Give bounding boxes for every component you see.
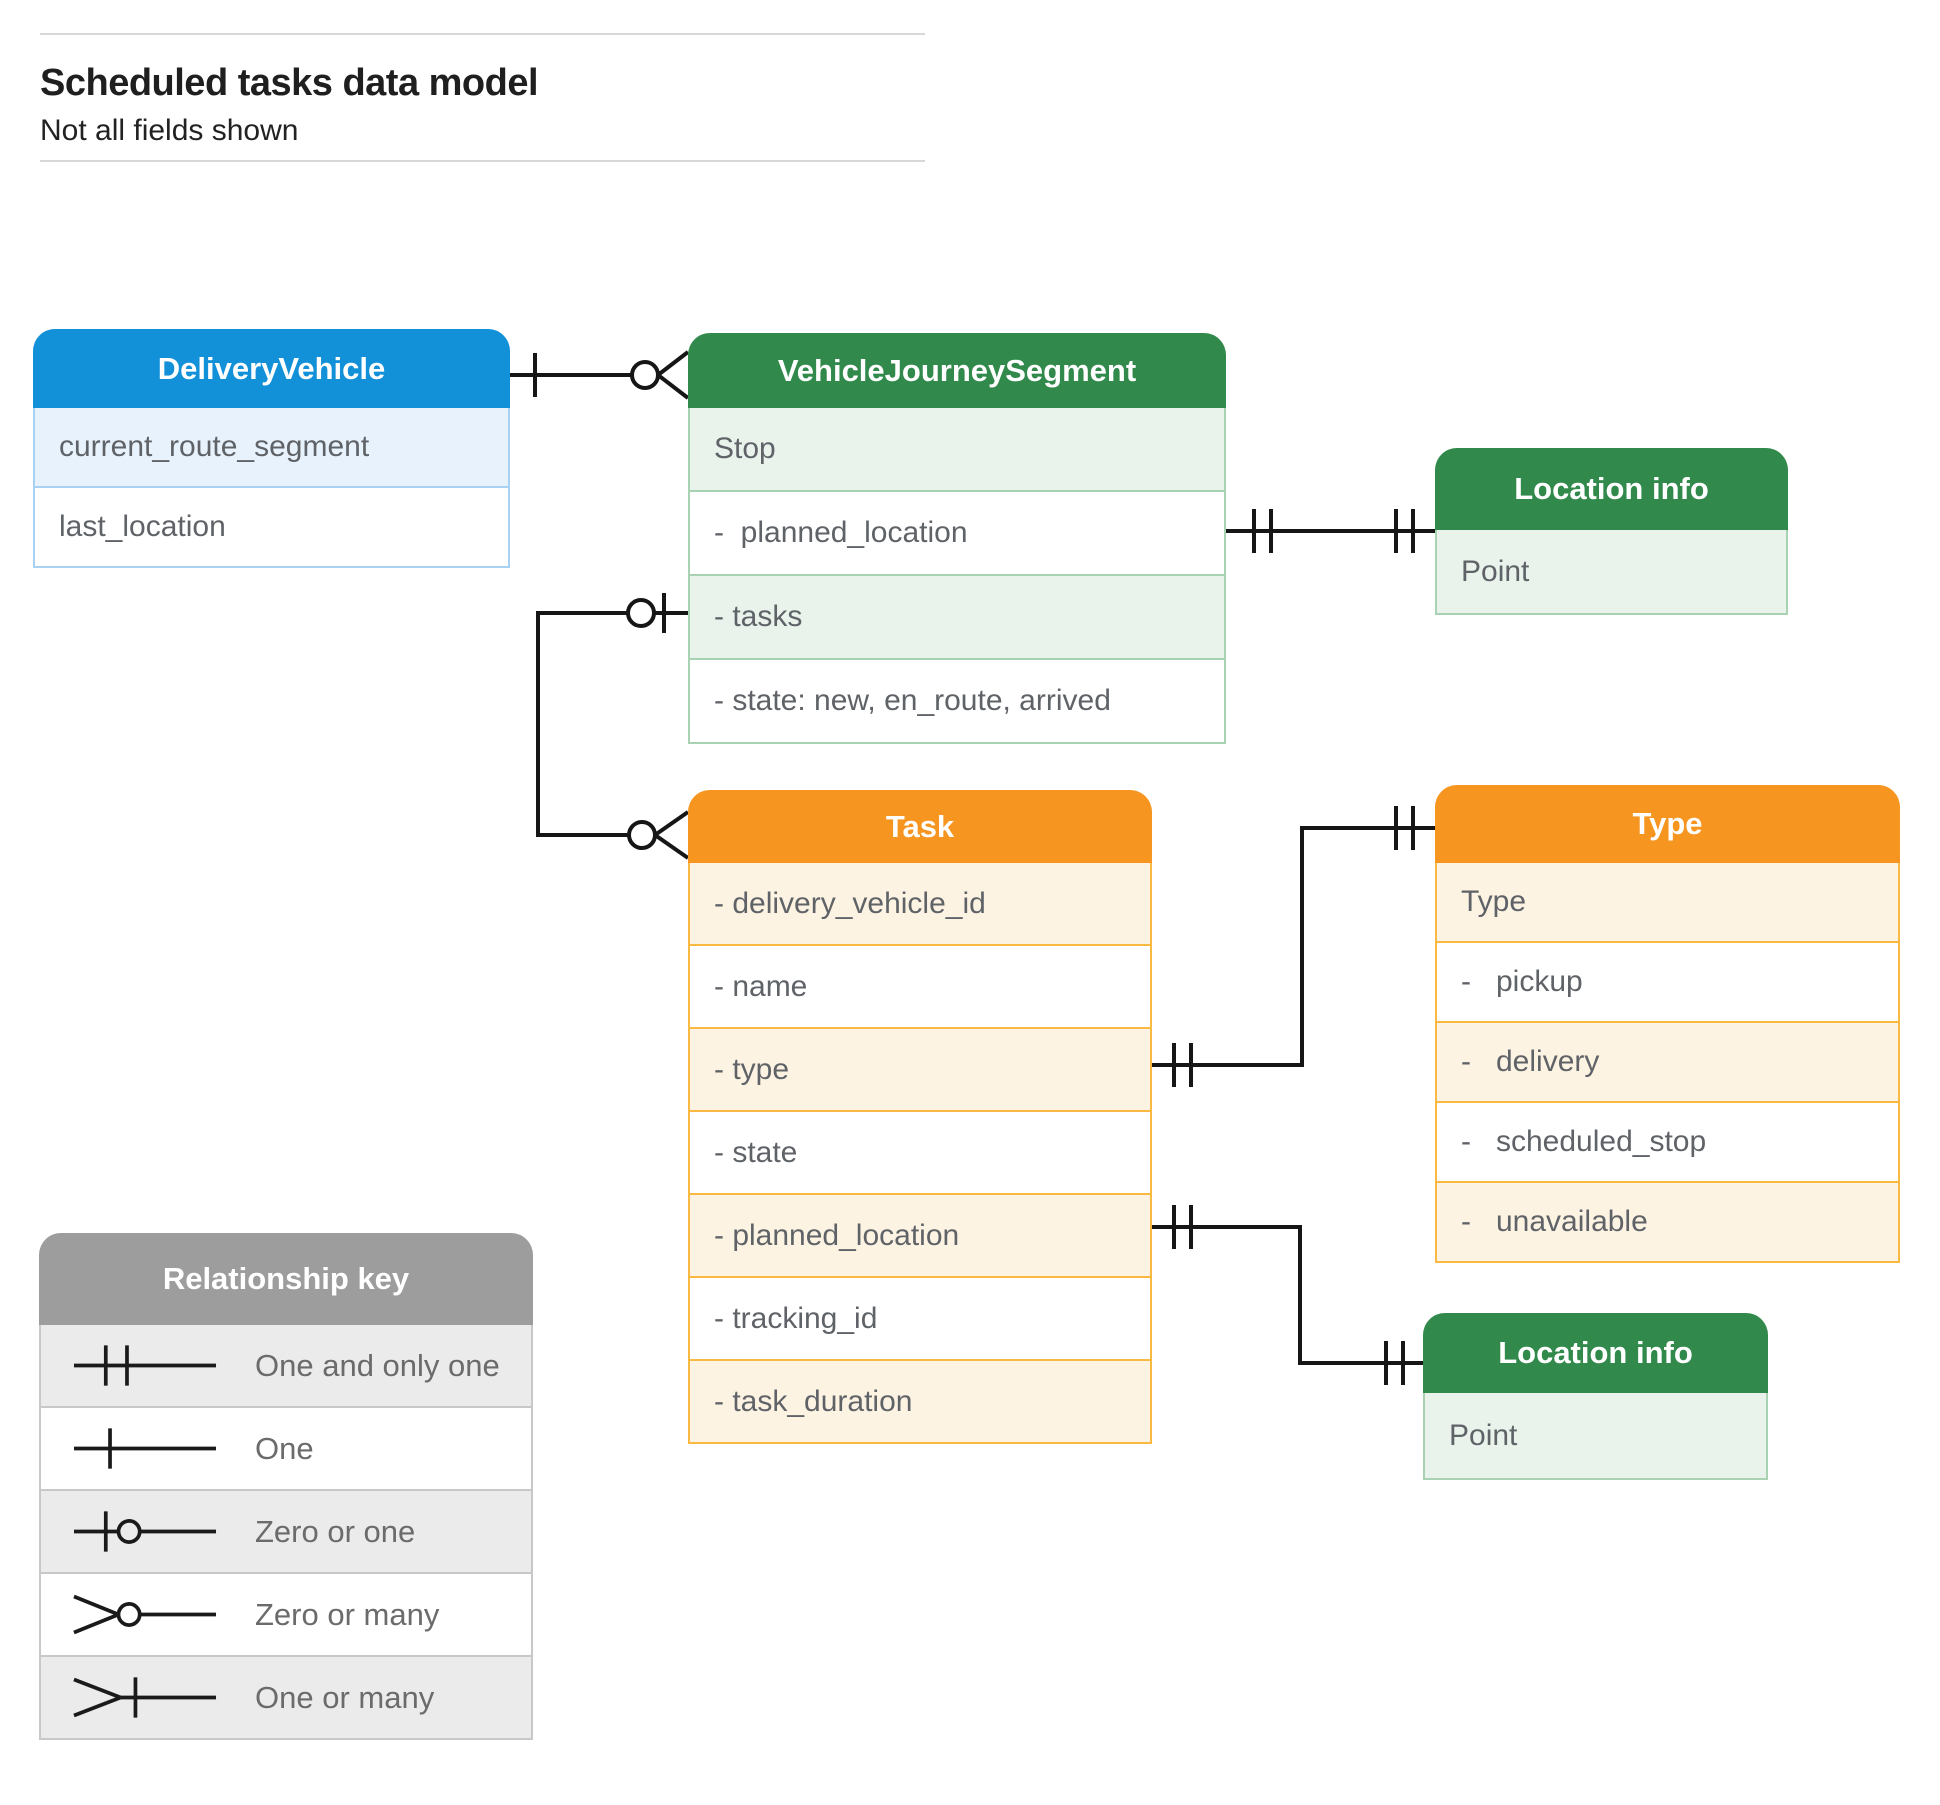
field-state: - state: new, en_route, arrived <box>688 660 1226 744</box>
zero-or-one-icon <box>65 1505 245 1558</box>
connector-deliveryvehicle-vehiclejourneysegment <box>510 350 690 400</box>
one-or-many-icon <box>65 1671 245 1724</box>
field-pickup: - pickup <box>1435 943 1900 1023</box>
legend-label: Zero or one <box>255 1513 416 1549</box>
field-delivery: - delivery <box>1435 1023 1900 1103</box>
field-type: - type <box>688 1029 1152 1112</box>
one-and-only-one-icon <box>65 1339 245 1392</box>
entity-header-delivery-vehicle: DeliveryVehicle <box>33 329 510 408</box>
legend-item-one-and-only-one: One and only one <box>39 1325 533 1408</box>
field-point-top: Point <box>1435 530 1788 615</box>
legend-label: One and only one <box>255 1347 500 1383</box>
field-unavailable: - unavailable <box>1435 1183 1900 1263</box>
field-delivery-vehicle-id: - delivery_vehicle_id <box>688 863 1152 946</box>
field-stop: Stop <box>688 408 1226 492</box>
field-task-planned-location: - planned_location <box>688 1195 1152 1278</box>
field-tracking-id: - tracking_id <box>688 1278 1152 1361</box>
page-subtitle: Not all fields shown <box>40 114 299 147</box>
connector-type-type-entity <box>1152 806 1435 1087</box>
entity-task: Task - delivery_vehicle_id - name - type… <box>688 790 1152 1444</box>
entity-location-info-top: Location info Point <box>1435 448 1788 615</box>
legend-label: Zero or many <box>255 1596 440 1632</box>
relationship-key-header: Relationship key <box>39 1233 533 1325</box>
field-name: - name <box>688 946 1152 1029</box>
field-task-state: - state <box>688 1112 1152 1195</box>
entity-location-info-bottom: Location info Point <box>1423 1313 1768 1480</box>
page-title: Scheduled tasks data model <box>40 62 539 104</box>
connector-plannedlocation-locationinfo-bottom <box>1152 1205 1423 1385</box>
top-divider <box>40 33 925 35</box>
field-point-bottom: Point <box>1423 1393 1768 1480</box>
entity-vehicle-journey-segment: VehicleJourneySegment Stop - planned_loc… <box>688 333 1226 744</box>
legend-label: One or many <box>255 1679 435 1715</box>
field-current-route-segment: current_route_segment <box>33 408 510 488</box>
connector-tasks-task <box>536 593 690 860</box>
zero-or-many-icon <box>65 1588 245 1641</box>
legend-item-zero-or-one: Zero or one <box>39 1491 533 1574</box>
legend-label: One <box>255 1430 314 1466</box>
relationship-key: Relationship key One and only one One <box>39 1233 533 1740</box>
one-icon <box>65 1422 245 1475</box>
field-task-duration: - task_duration <box>688 1361 1152 1444</box>
field-last-location: last_location <box>33 488 510 568</box>
connector-plannedlocation-locationinfo-top <box>1226 509 1435 553</box>
entity-header-type: Type <box>1435 785 1900 863</box>
field-planned-location: - planned_location <box>688 492 1226 576</box>
entity-type: Type Type - pickup - delivery - schedule… <box>1435 785 1900 1263</box>
entity-header-task: Task <box>688 790 1152 863</box>
entity-header-vehicle-journey-segment: VehicleJourneySegment <box>688 333 1226 408</box>
entity-delivery-vehicle: DeliveryVehicle current_route_segment la… <box>33 329 510 568</box>
field-scheduled-stop: - scheduled_stop <box>1435 1103 1900 1183</box>
legend-item-zero-or-many: Zero or many <box>39 1574 533 1657</box>
field-tasks: - tasks <box>688 576 1226 660</box>
field-type-type: Type <box>1435 863 1900 943</box>
title-divider <box>40 160 925 162</box>
legend-item-one-or-many: One or many <box>39 1657 533 1740</box>
entity-header-location-info-bottom: Location info <box>1423 1313 1768 1393</box>
legend-item-one: One <box>39 1408 533 1491</box>
entity-header-location-info-top: Location info <box>1435 448 1788 530</box>
